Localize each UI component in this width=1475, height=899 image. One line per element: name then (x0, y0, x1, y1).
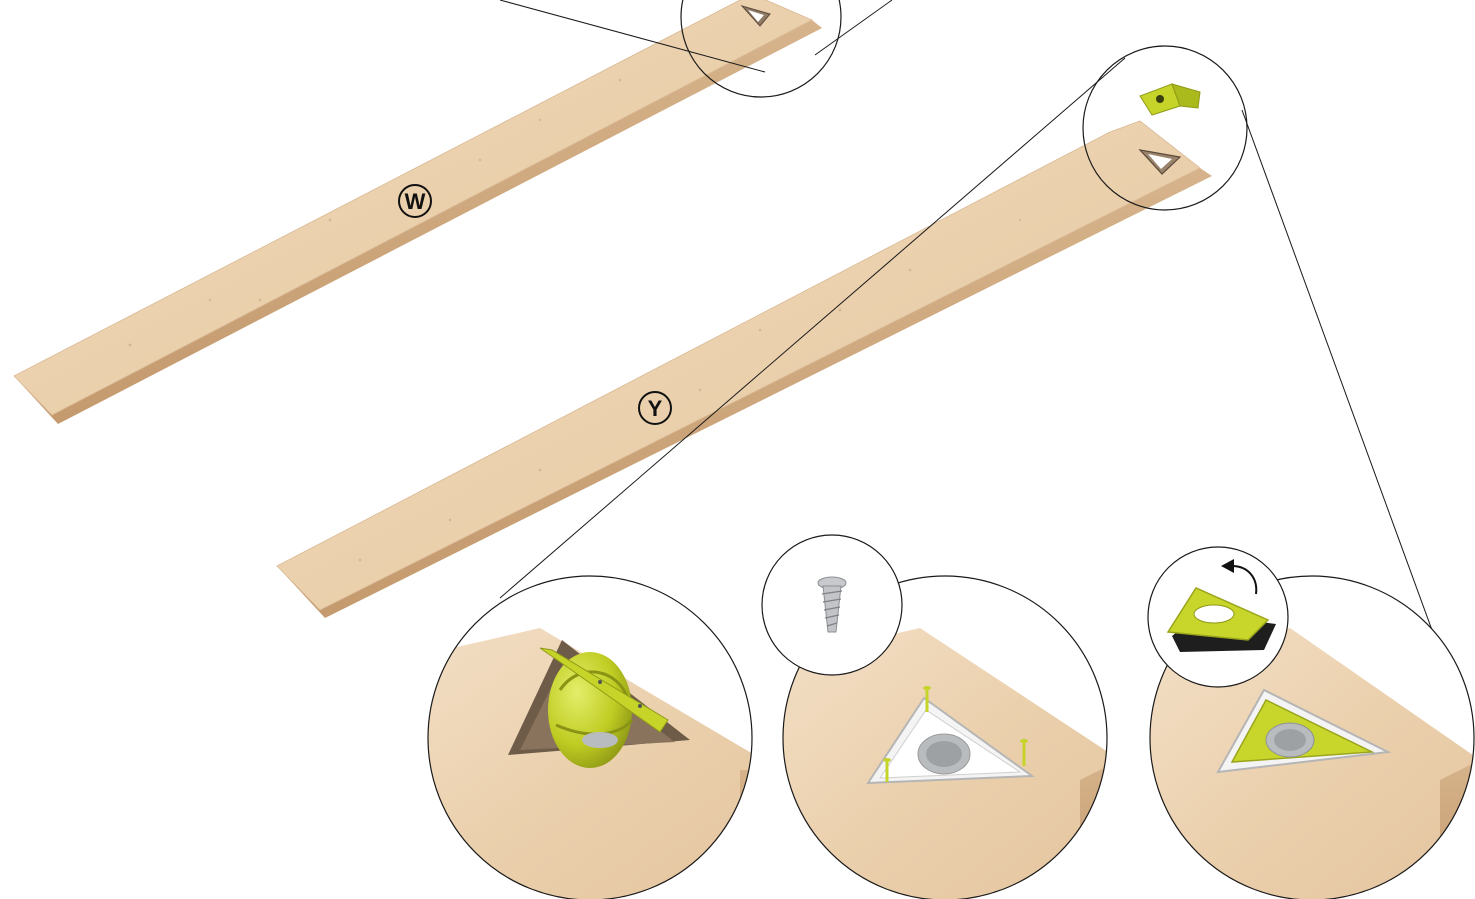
detail-step-3 (1148, 547, 1475, 899)
part-label-y-text: Y (648, 396, 663, 421)
detail-step-1 (400, 570, 780, 899)
detail-step-2 (762, 535, 1120, 899)
screw-callout (762, 535, 902, 675)
rotate-callout (1148, 547, 1288, 687)
part-label-w-text: W (405, 189, 426, 214)
yellow-bracket-piece (1140, 84, 1200, 115)
